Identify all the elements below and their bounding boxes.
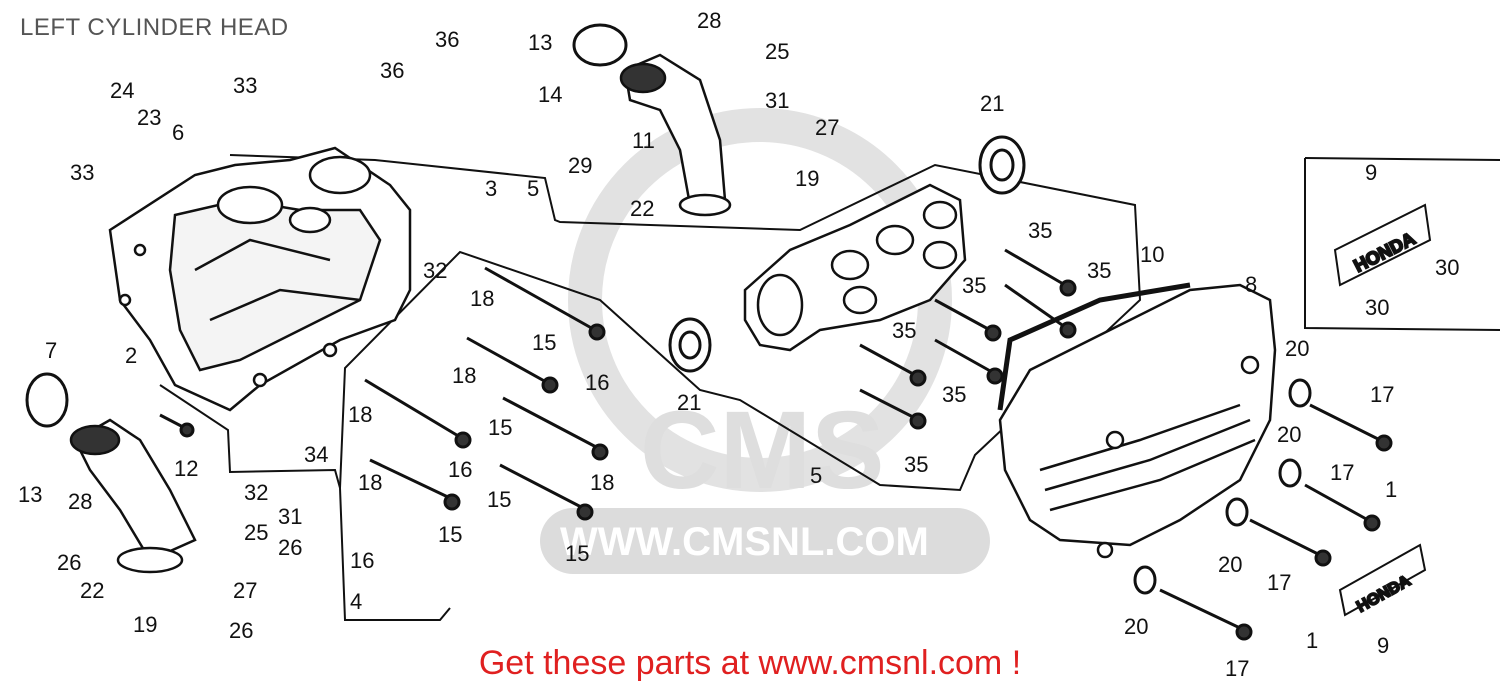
part-callout: 17 <box>1267 570 1291 595</box>
part-callout: 15 <box>565 541 589 566</box>
part-callout: 21 <box>677 390 701 415</box>
part-callout: 22 <box>630 196 654 221</box>
part-callout: 31 <box>765 88 789 113</box>
intake-pipe-lower <box>69 418 197 574</box>
part-callout: 18 <box>470 286 494 311</box>
part-callout: 35 <box>1087 258 1111 283</box>
part-callout: 35 <box>892 318 916 343</box>
part-callout: 18 <box>358 470 382 495</box>
cmsnl-watermark: CMS WWW.CMSNL.COM <box>540 108 990 574</box>
part-callout: 25 <box>244 520 268 545</box>
watermark-url: WWW.CMSNL.COM <box>560 520 929 564</box>
part-callout: 36 <box>380 58 404 83</box>
part-callout: 2 <box>125 343 137 368</box>
part-callout: 11 <box>632 128 655 153</box>
part-callout: 18 <box>590 470 614 495</box>
part-callout: 4 <box>350 589 362 614</box>
part-callout: 16 <box>448 457 472 482</box>
part-callout: 28 <box>697 8 721 33</box>
part-callout: 6 <box>172 120 184 145</box>
part-callout: 15 <box>488 415 512 440</box>
part-callout: 33 <box>233 73 257 98</box>
part-callout: 35 <box>962 273 986 298</box>
part-callout: 18 <box>452 363 476 388</box>
part-callout: 16 <box>350 548 374 573</box>
part-callout: 32 <box>244 480 268 505</box>
part-callout: 26 <box>278 535 302 560</box>
part-callout: 19 <box>795 166 819 191</box>
part-callout: 35 <box>942 382 966 407</box>
part-callout: 30 <box>1365 295 1389 320</box>
part-callout: 10 <box>1140 242 1164 267</box>
camshaft-holder <box>743 183 967 352</box>
part-callout: 5 <box>527 176 539 201</box>
watermark-brand: CMS <box>640 389 884 512</box>
part-callout: 12 <box>174 456 198 481</box>
part-callout: 13 <box>18 482 42 507</box>
part-callout: 18 <box>348 402 372 427</box>
part-callout: 15 <box>532 330 556 355</box>
part-callout: 14 <box>538 82 562 107</box>
part-callout: 21 <box>980 91 1004 116</box>
hose-band-parts <box>25 23 628 428</box>
part-callout: 16 <box>585 370 609 395</box>
part-callout: 33 <box>70 160 94 185</box>
assembly-outline-lines <box>159 154 1500 621</box>
part-callout: 20 <box>1277 422 1301 447</box>
part-callout: 9 <box>1365 160 1377 185</box>
part-callout: 29 <box>568 153 592 178</box>
part-callout: 27 <box>815 115 839 140</box>
part-callout: 35 <box>904 452 928 477</box>
part-callout: 28 <box>68 489 92 514</box>
part-callout: 19 <box>133 612 157 637</box>
part-callout: 35 <box>1028 218 1052 243</box>
part-callout: 13 <box>528 30 552 55</box>
part-callout: 34 <box>304 442 328 467</box>
part-callout: 3 <box>485 176 497 201</box>
part-callout: 31 <box>278 504 302 529</box>
part-callout: 32 <box>423 258 447 283</box>
part-callout: 1 <box>1306 628 1318 653</box>
cylinder-head <box>108 146 412 412</box>
part-callout: 20 <box>1218 552 1242 577</box>
part-callout: 26 <box>229 618 253 643</box>
part-callout: 23 <box>137 105 161 130</box>
part-callout: 20 <box>1285 336 1309 361</box>
part-callout: 17 <box>1370 382 1394 407</box>
part-callout: 17 <box>1330 460 1354 485</box>
page-title: LEFT CYLINDER HEAD <box>20 14 289 41</box>
part-callout: 26 <box>57 550 81 575</box>
promo-link-text[interactable]: Get these parts at www.cmsnl.com ! <box>478 644 1022 682</box>
part-callout: 8 <box>1245 272 1257 297</box>
part-callout: 17 <box>1225 656 1249 681</box>
part-callout: 1 <box>1385 477 1397 502</box>
bolt-parts <box>159 248 1393 641</box>
part-callout: 5 <box>810 463 822 488</box>
part-callout: 27 <box>233 578 257 603</box>
intake-pipe-upper <box>619 53 732 217</box>
part-callout: 30 <box>1435 255 1459 280</box>
part-callout: 24 <box>110 78 134 103</box>
part-callout: 36 <box>435 27 459 52</box>
part-callout: 25 <box>765 39 789 64</box>
part-callout: 7 <box>45 338 57 363</box>
part-callout: 20 <box>1124 614 1148 639</box>
part-callout: 9 <box>1377 633 1389 658</box>
honda-emblem-parts: HONDA HONDA <box>1333 203 1432 617</box>
part-callout: 15 <box>487 487 511 512</box>
washer-parts <box>1133 378 1312 595</box>
part-callout: 22 <box>80 578 104 603</box>
oil-seal-parts <box>668 135 1026 373</box>
part-callout: 15 <box>438 522 462 547</box>
